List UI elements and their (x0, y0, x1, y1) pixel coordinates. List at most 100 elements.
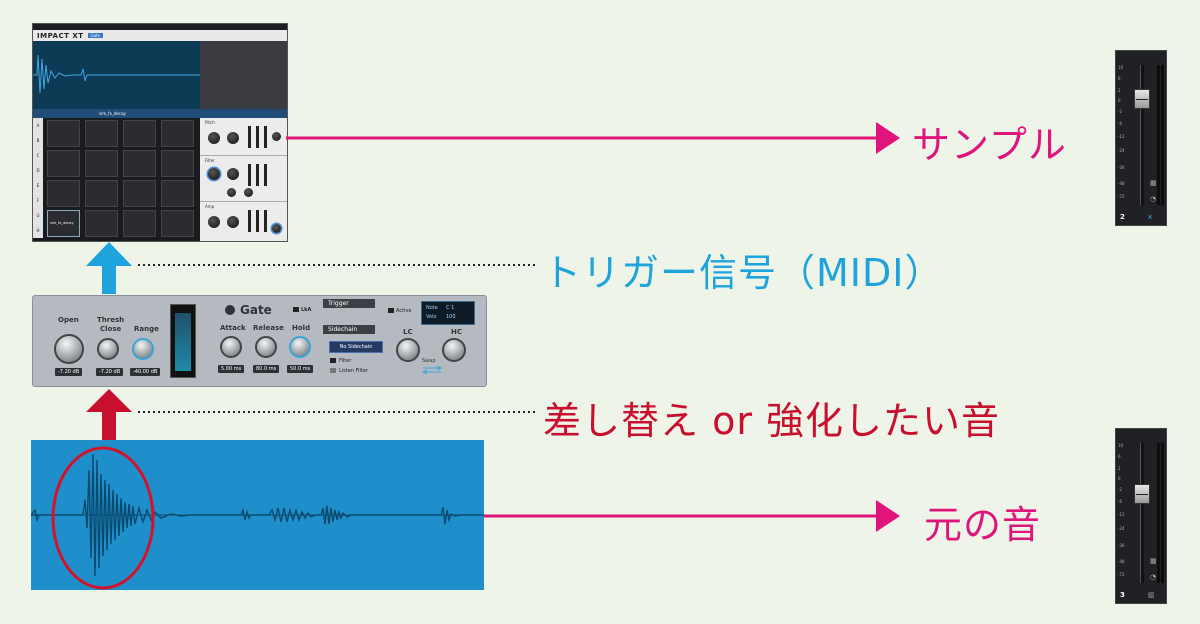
impact-xt-sampler-panel: IMPACT XT Gate sim_fx_decay A B C D E F … (32, 23, 288, 242)
filter-slider[interactable] (248, 164, 251, 186)
pan-knob-icon[interactable]: ◔ (1150, 195, 1157, 203)
impact-brand: IMPACT XT (37, 31, 84, 40)
sidechain-button[interactable]: No Sidechain (329, 341, 383, 353)
filter-slider[interactable] (264, 164, 267, 186)
drive-knob[interactable] (227, 188, 236, 197)
grid-icon[interactable]: ▦ (1150, 557, 1157, 565)
menu-bar (33, 24, 287, 30)
pad[interactable] (161, 210, 194, 237)
tune-knob[interactable] (227, 132, 239, 144)
release-knob[interactable] (255, 336, 277, 358)
open-knob[interactable] (54, 334, 84, 364)
row-label[interactable]: E (33, 178, 43, 193)
filter-slider[interactable] (256, 164, 259, 186)
pad[interactable] (85, 180, 118, 207)
pad[interactable] (161, 150, 194, 177)
row-label[interactable]: D (33, 163, 43, 178)
range-value: -40.00 dB (130, 368, 161, 376)
hold-knob[interactable] (289, 336, 311, 358)
fader-scale: -72 (1118, 194, 1125, 199)
gain-knob[interactable] (208, 216, 220, 228)
filter-checkbox[interactable] (330, 358, 336, 363)
row-label[interactable]: H (33, 223, 43, 238)
row-label[interactable]: B (33, 133, 43, 148)
pad[interactable] (47, 120, 80, 147)
row-label[interactable]: C (33, 148, 43, 163)
velocity-knob[interactable] (272, 224, 281, 233)
fader-scale: 6 (1118, 454, 1121, 459)
row-label[interactable]: F (33, 193, 43, 208)
lc-label: LC (403, 328, 413, 336)
fader-scale: 0 (1118, 98, 1121, 103)
swap-label: Swap (422, 358, 436, 364)
amp-slider[interactable] (264, 210, 267, 232)
pan-knob[interactable] (227, 216, 239, 228)
sample-name: sim_fx_decay (99, 111, 126, 116)
pad-selected[interactable]: sim_fx_decay (47, 210, 80, 237)
transpose-knob[interactable] (208, 132, 220, 144)
row-label[interactable]: G (33, 208, 43, 223)
instrument-icon[interactable]: ⩙ (1148, 213, 1152, 221)
fader-track (1140, 443, 1144, 583)
pad[interactable] (47, 150, 80, 177)
level-meter-fill (175, 313, 191, 371)
amp-slider[interactable] (248, 210, 251, 232)
hc-knob[interactable] (442, 338, 466, 362)
sample-settings-panel (200, 41, 287, 109)
range-label: Range (134, 325, 159, 333)
keyboard-icon[interactable]: ▥ (1148, 591, 1155, 599)
pitch-env-knob[interactable] (272, 132, 281, 141)
pad[interactable] (47, 180, 80, 207)
hold-label: Hold (292, 324, 311, 332)
pitch-slider[interactable] (264, 126, 267, 148)
sample-name-bar: sim_fx_decay (33, 109, 287, 118)
preset-dropdown[interactable]: Gate (87, 33, 104, 38)
note-label: Note (426, 305, 438, 311)
volume-fader[interactable] (1134, 89, 1150, 109)
lc-knob[interactable] (396, 338, 420, 362)
pad[interactable] (85, 210, 118, 237)
pad[interactable] (85, 150, 118, 177)
mixer-channel-original: 10 6 2 0 -2 -6 -12 -24 -36 -48 -72 ▦ ◔ 3… (1115, 428, 1167, 604)
pad[interactable] (85, 120, 118, 147)
swap-arrows-icon[interactable] (421, 366, 443, 374)
attack-knob[interactable] (220, 336, 242, 358)
amp-slider[interactable] (256, 210, 259, 232)
pitch-slider[interactable] (248, 126, 251, 148)
note-display[interactable]: Note C 1 Velo 100 (421, 301, 475, 325)
input-arrowhead (86, 389, 132, 412)
listen-filter-checkbox[interactable] (330, 368, 336, 373)
pitch-label: Pitch (205, 120, 215, 125)
sample-label: サンプル (912, 123, 1067, 167)
fader-scale: -72 (1118, 572, 1125, 577)
row-label[interactable]: A (33, 118, 43, 133)
lookahead-checkbox[interactable] (293, 307, 299, 312)
pitch-slider[interactable] (256, 126, 259, 148)
pad[interactable] (123, 210, 156, 237)
release-label: Release (253, 324, 284, 332)
fader-scale: 6 (1118, 76, 1121, 81)
gate-title: Gate (240, 303, 272, 317)
volume-fader[interactable] (1134, 484, 1150, 504)
fader-scale: -36 (1118, 543, 1125, 548)
mixer-channel-sample: 10 6 2 0 -2 -6 -12 -24 -36 -48 -72 ▦ ◔ 2… (1115, 50, 1167, 226)
pad[interactable] (161, 180, 194, 207)
punch-knob[interactable] (244, 188, 253, 197)
hold-value: 50.0 ms (287, 365, 314, 373)
fader-scale: -12 (1118, 512, 1125, 517)
fader-scale: -48 (1118, 181, 1125, 186)
active-checkbox[interactable] (388, 308, 394, 313)
res-knob[interactable] (227, 168, 239, 180)
pad[interactable] (123, 150, 156, 177)
pad[interactable] (123, 120, 156, 147)
highlight-circle (51, 446, 155, 590)
close-knob[interactable] (97, 338, 119, 360)
pan-knob-icon[interactable]: ◔ (1150, 573, 1157, 581)
grid-icon[interactable]: ▦ (1150, 179, 1157, 187)
range-knob[interactable] (132, 338, 154, 360)
pad[interactable] (123, 180, 156, 207)
cutoff-knob[interactable] (208, 168, 220, 180)
fader-scale: -6 (1118, 499, 1122, 504)
pad[interactable] (161, 120, 194, 147)
